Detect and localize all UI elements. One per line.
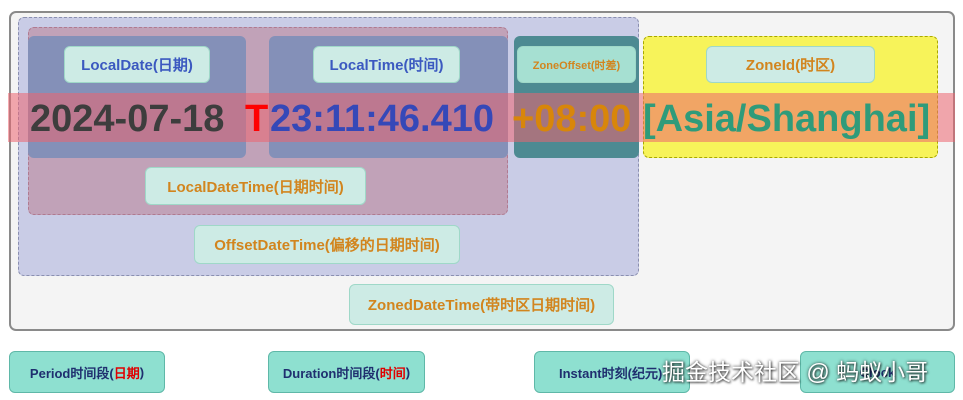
timestamp-separator: T xyxy=(245,98,269,140)
watermark-text: 掘金技术社区 @ 蚂蚁小哥 xyxy=(662,359,929,385)
zone-id-label: ZoneId(时区) xyxy=(706,46,875,83)
timestamp-highlight-strip xyxy=(8,93,955,142)
instant-label: Instant时刻(纪元) xyxy=(559,365,663,381)
offset-date-time-label: OffsetDateTime(偏移的日期时间) xyxy=(194,225,460,264)
clock-label: Clock xyxy=(859,364,896,380)
period-box: Period时间段(日期) xyxy=(9,351,165,393)
period-label-prefix: Period时间段( xyxy=(29,365,114,381)
clock-box: Clock xyxy=(800,351,955,393)
timestamp-date: 2024-07-18 xyxy=(30,98,225,140)
zoned-date-time-label: ZonedDateTime(带时区日期时间) xyxy=(349,284,614,325)
duration-label-suffix: ) xyxy=(405,364,411,380)
local-date-label: LocalDate(日期) xyxy=(64,46,210,83)
instant-box: Instant时刻(纪元) xyxy=(534,351,690,393)
period-label-suffix: ) xyxy=(139,364,145,380)
zone-offset-label: ZoneOffset(时差) xyxy=(517,46,636,83)
local-time-label: LocalTime(时间) xyxy=(313,46,460,83)
duration-label-highlight: 时间 xyxy=(379,365,406,381)
duration-label-prefix: Duration时间段( xyxy=(282,365,380,381)
timestamp-offset: +08:00 xyxy=(512,98,632,140)
local-date-time-label: LocalDateTime(日期时间) xyxy=(145,167,366,205)
period-label-highlight: 日期 xyxy=(113,365,140,381)
duration-box: Duration时间段(时间) xyxy=(268,351,425,393)
timestamp-time: 23:11:46.410 xyxy=(270,98,494,140)
timestamp-zone: [Asia/Shanghai] xyxy=(643,98,931,140)
